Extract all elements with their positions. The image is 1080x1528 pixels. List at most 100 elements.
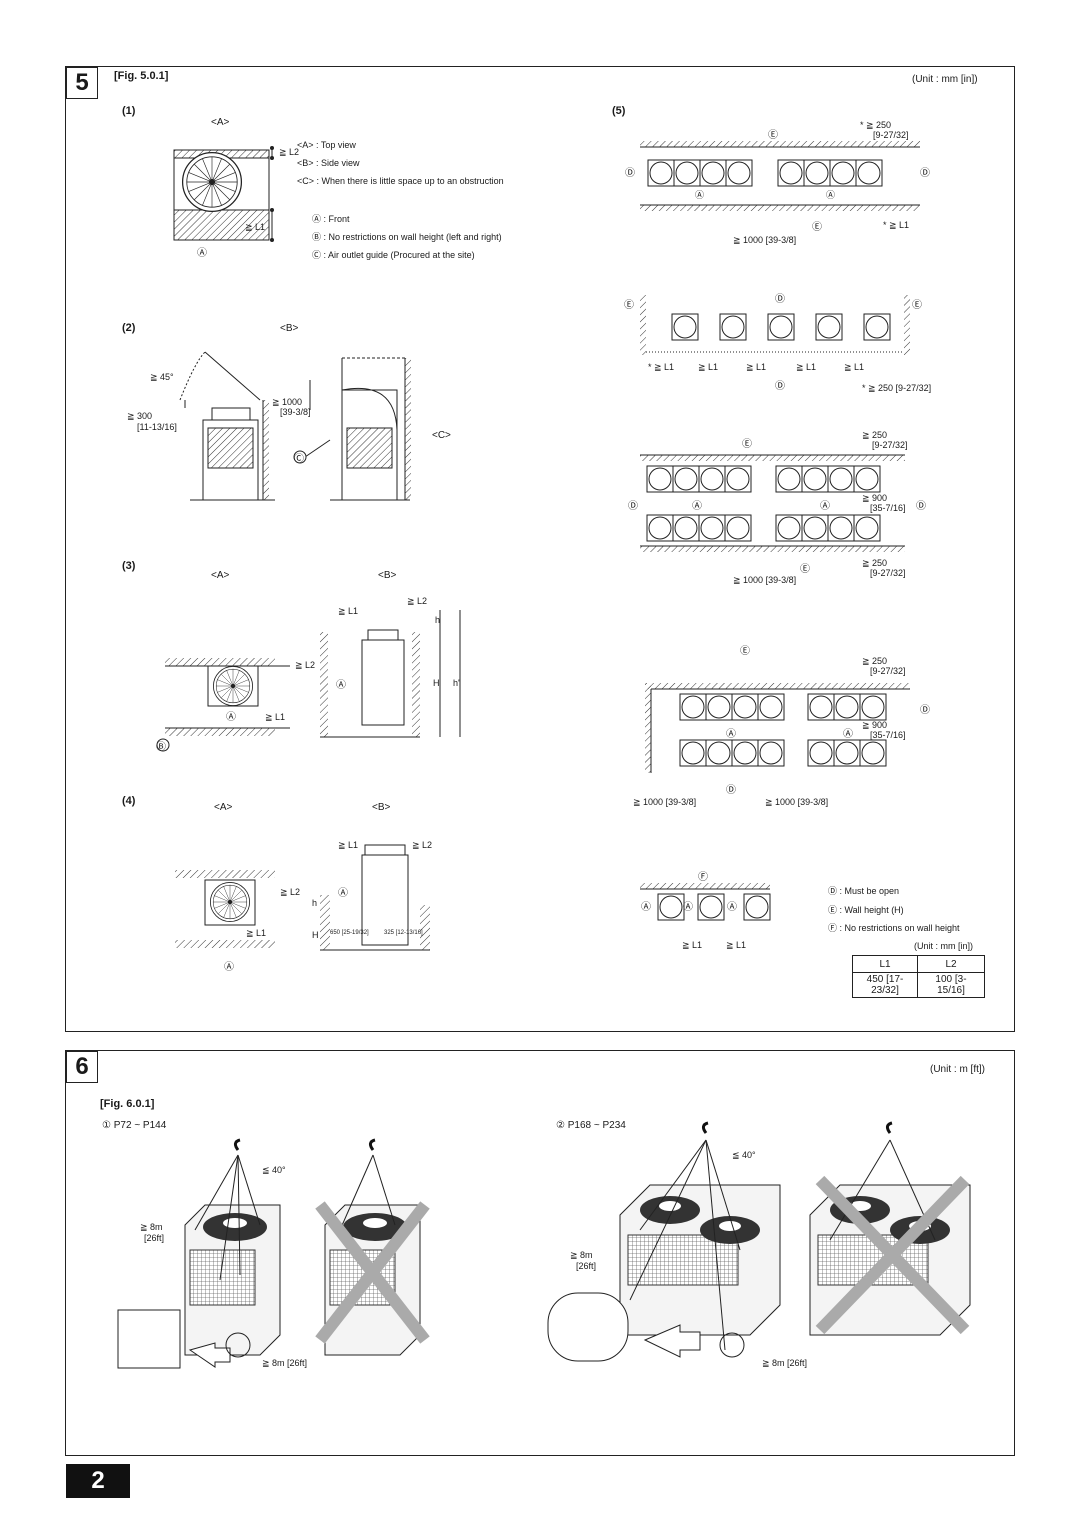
length-8m-26ft-2: ≧ 8m [26ft] [762, 1358, 808, 1368]
marker-e-5e: Ⓔ [742, 439, 752, 450]
dim-h-3: h [435, 615, 441, 625]
model-range-2: ② P168 ~ P234 [556, 1120, 626, 1131]
dim-325: 325 [12-13/16] [384, 930, 423, 936]
marker-a-5d: Ⓐ [820, 501, 830, 512]
sub-5-label: (5) [612, 105, 626, 117]
angle-40-2: ≦ 40° [732, 1150, 756, 1160]
marker-a-3: Ⓐ [226, 712, 236, 723]
dim-l1-5h: ≧ L1 [726, 940, 747, 950]
section-6-number: 6 [66, 1051, 98, 1083]
dim-1000-5c: ≧ 1000 [39-3/8] [633, 797, 697, 807]
dim-250-5e-in: [9-27/32] [870, 666, 906, 676]
marker-d-5d: Ⓓ [775, 381, 785, 392]
marker-f-5: Ⓕ [698, 872, 708, 883]
unit-label-6: (Unit : m [ft]) [930, 1064, 985, 1075]
dim-l2-4a: ≧ L2 [280, 887, 301, 897]
marker-d-5g: Ⓓ [920, 705, 930, 716]
sub-2-label: (2) [122, 322, 136, 334]
marker-a-5h: Ⓐ [683, 902, 693, 913]
legend-air-outlet: Ⓒ : Air outlet guide (Procured at the si… [312, 250, 475, 260]
legend-front: Ⓐ : Front [312, 214, 350, 224]
dim-l1-5g: ≧ L1 [682, 940, 703, 950]
marker-a-5e: Ⓐ [726, 729, 736, 740]
dim-l1-4a: ≧ L1 [246, 928, 267, 938]
dim-250-5d-in: [9-27/32] [870, 568, 906, 578]
dim-250-5d: ≧ 250 [862, 558, 888, 568]
marker-c-2: Ⓒ [294, 454, 304, 465]
dim-l2-1: ≧ L2 [279, 147, 300, 157]
dim-l1-5e: ≧ L1 [796, 362, 817, 372]
fig-6-label: [Fig. 6.0.1] [100, 1098, 155, 1110]
marker-a-5a: Ⓐ [695, 190, 705, 200]
marker-a-3b: Ⓐ [336, 680, 346, 691]
marker-e-5a: Ⓔ [768, 130, 778, 141]
dim-300-in: [11-13/16] [137, 422, 177, 432]
marker-e-5d: Ⓔ [912, 300, 922, 311]
dim-l1-5b: * ≧ L1 [648, 362, 675, 372]
legend-no-wall-restriction: Ⓕ : No restrictions on wall height [828, 923, 960, 933]
dim-l1-5f: ≧ L1 [844, 362, 865, 372]
dim-1000-5b: ≧ 1000 [39-3/8] [733, 575, 797, 585]
legend-top-view: <A> : Top view [297, 140, 356, 150]
marker-a-5c: Ⓐ [692, 501, 702, 512]
dim-250-5a-in: [9-27/32] [873, 130, 909, 140]
sub-3-label: (3) [122, 560, 136, 572]
marker-d-5c: Ⓓ [775, 294, 785, 305]
unit-label-5: (Unit : mm [in]) [912, 74, 978, 85]
dim-1000-in: [39-3/8] [280, 407, 311, 417]
marker-a-5g: Ⓐ [641, 902, 651, 913]
table-value-l1: 450 [17-23/32] [852, 972, 918, 998]
dim-900-5a: ≧ 900 [862, 493, 888, 503]
marker-a-4b: Ⓐ [338, 888, 348, 899]
view-c-label-2: <C> [432, 430, 451, 441]
page-number: 2 [66, 1464, 130, 1498]
marker-d-5b: Ⓓ [920, 168, 930, 179]
dim-900-5a-in: [35-7/16] [870, 503, 906, 513]
view-b-label-2: <B> [280, 323, 299, 334]
dim-1000-5d: ≧ 1000 [39-3/8] [765, 797, 829, 807]
dim-l1-3a: ≧ L1 [265, 712, 286, 722]
marker-a-5b: Ⓐ [826, 190, 836, 200]
dim-45: ≧ 45° [150, 372, 174, 382]
dim-l1-3: ≧ L1 [338, 606, 359, 616]
view-a-label-4: <A> [214, 802, 233, 813]
dim-hprime-3: h' [453, 678, 460, 688]
model-range-1: ① P72 ~ P144 [102, 1120, 167, 1131]
section-5-number: 5 [66, 67, 98, 99]
dim-300: ≧ 300 [127, 411, 153, 421]
dim-H-4: H [312, 930, 319, 940]
clearance-table: L1 L2 450 [17-23/32] 100 [3-15/16] [852, 955, 985, 998]
marker-e-5f: Ⓔ [800, 564, 810, 575]
length-8m-2: ≧ 8m [570, 1250, 593, 1260]
view-b-label-4: <B> [372, 802, 391, 813]
unit-label-5b: (Unit : mm [in]) [914, 941, 974, 951]
marker-a-5f: Ⓐ [843, 729, 853, 740]
marker-a-1: Ⓐ [197, 248, 207, 259]
section-5-frame [65, 66, 1015, 1032]
sub-1-label: (1) [122, 105, 136, 117]
view-a-label-3: <A> [211, 570, 230, 581]
marker-e-5g: Ⓔ [740, 646, 750, 657]
dim-H-3: H [433, 678, 440, 688]
dim-250-5e: ≧ 250 [862, 656, 888, 666]
marker-d-5e: Ⓓ [628, 501, 638, 512]
marker-d-5f: Ⓓ [916, 501, 926, 512]
legend-must-open: Ⓓ : Must be open [828, 886, 900, 896]
view-b-label-3: <B> [378, 570, 397, 581]
dim-l2-3: ≧ L2 [407, 596, 428, 606]
dim-l1-4: ≧ L1 [338, 840, 359, 850]
dim-h-4: h [312, 898, 318, 908]
sub-4-label: (4) [122, 795, 136, 807]
legend-wall-height: Ⓔ : Wall height (H) [828, 905, 904, 915]
length-8m-1: ≧ 8m [140, 1222, 163, 1232]
dim-250-5c-in: [9-27/32] [872, 440, 908, 450]
marker-b-3: Ⓑ [156, 742, 166, 753]
marker-d-5h: Ⓓ [726, 785, 736, 796]
length-26ft-2: [26ft] [576, 1261, 597, 1271]
legend-little-space: <C> : When there is little space up to a… [297, 176, 504, 186]
dim-l1-5c: ≧ L1 [698, 362, 719, 372]
marker-d-5a: Ⓓ [625, 168, 635, 179]
fig-5-label: [Fig. 5.0.1] [114, 70, 169, 82]
